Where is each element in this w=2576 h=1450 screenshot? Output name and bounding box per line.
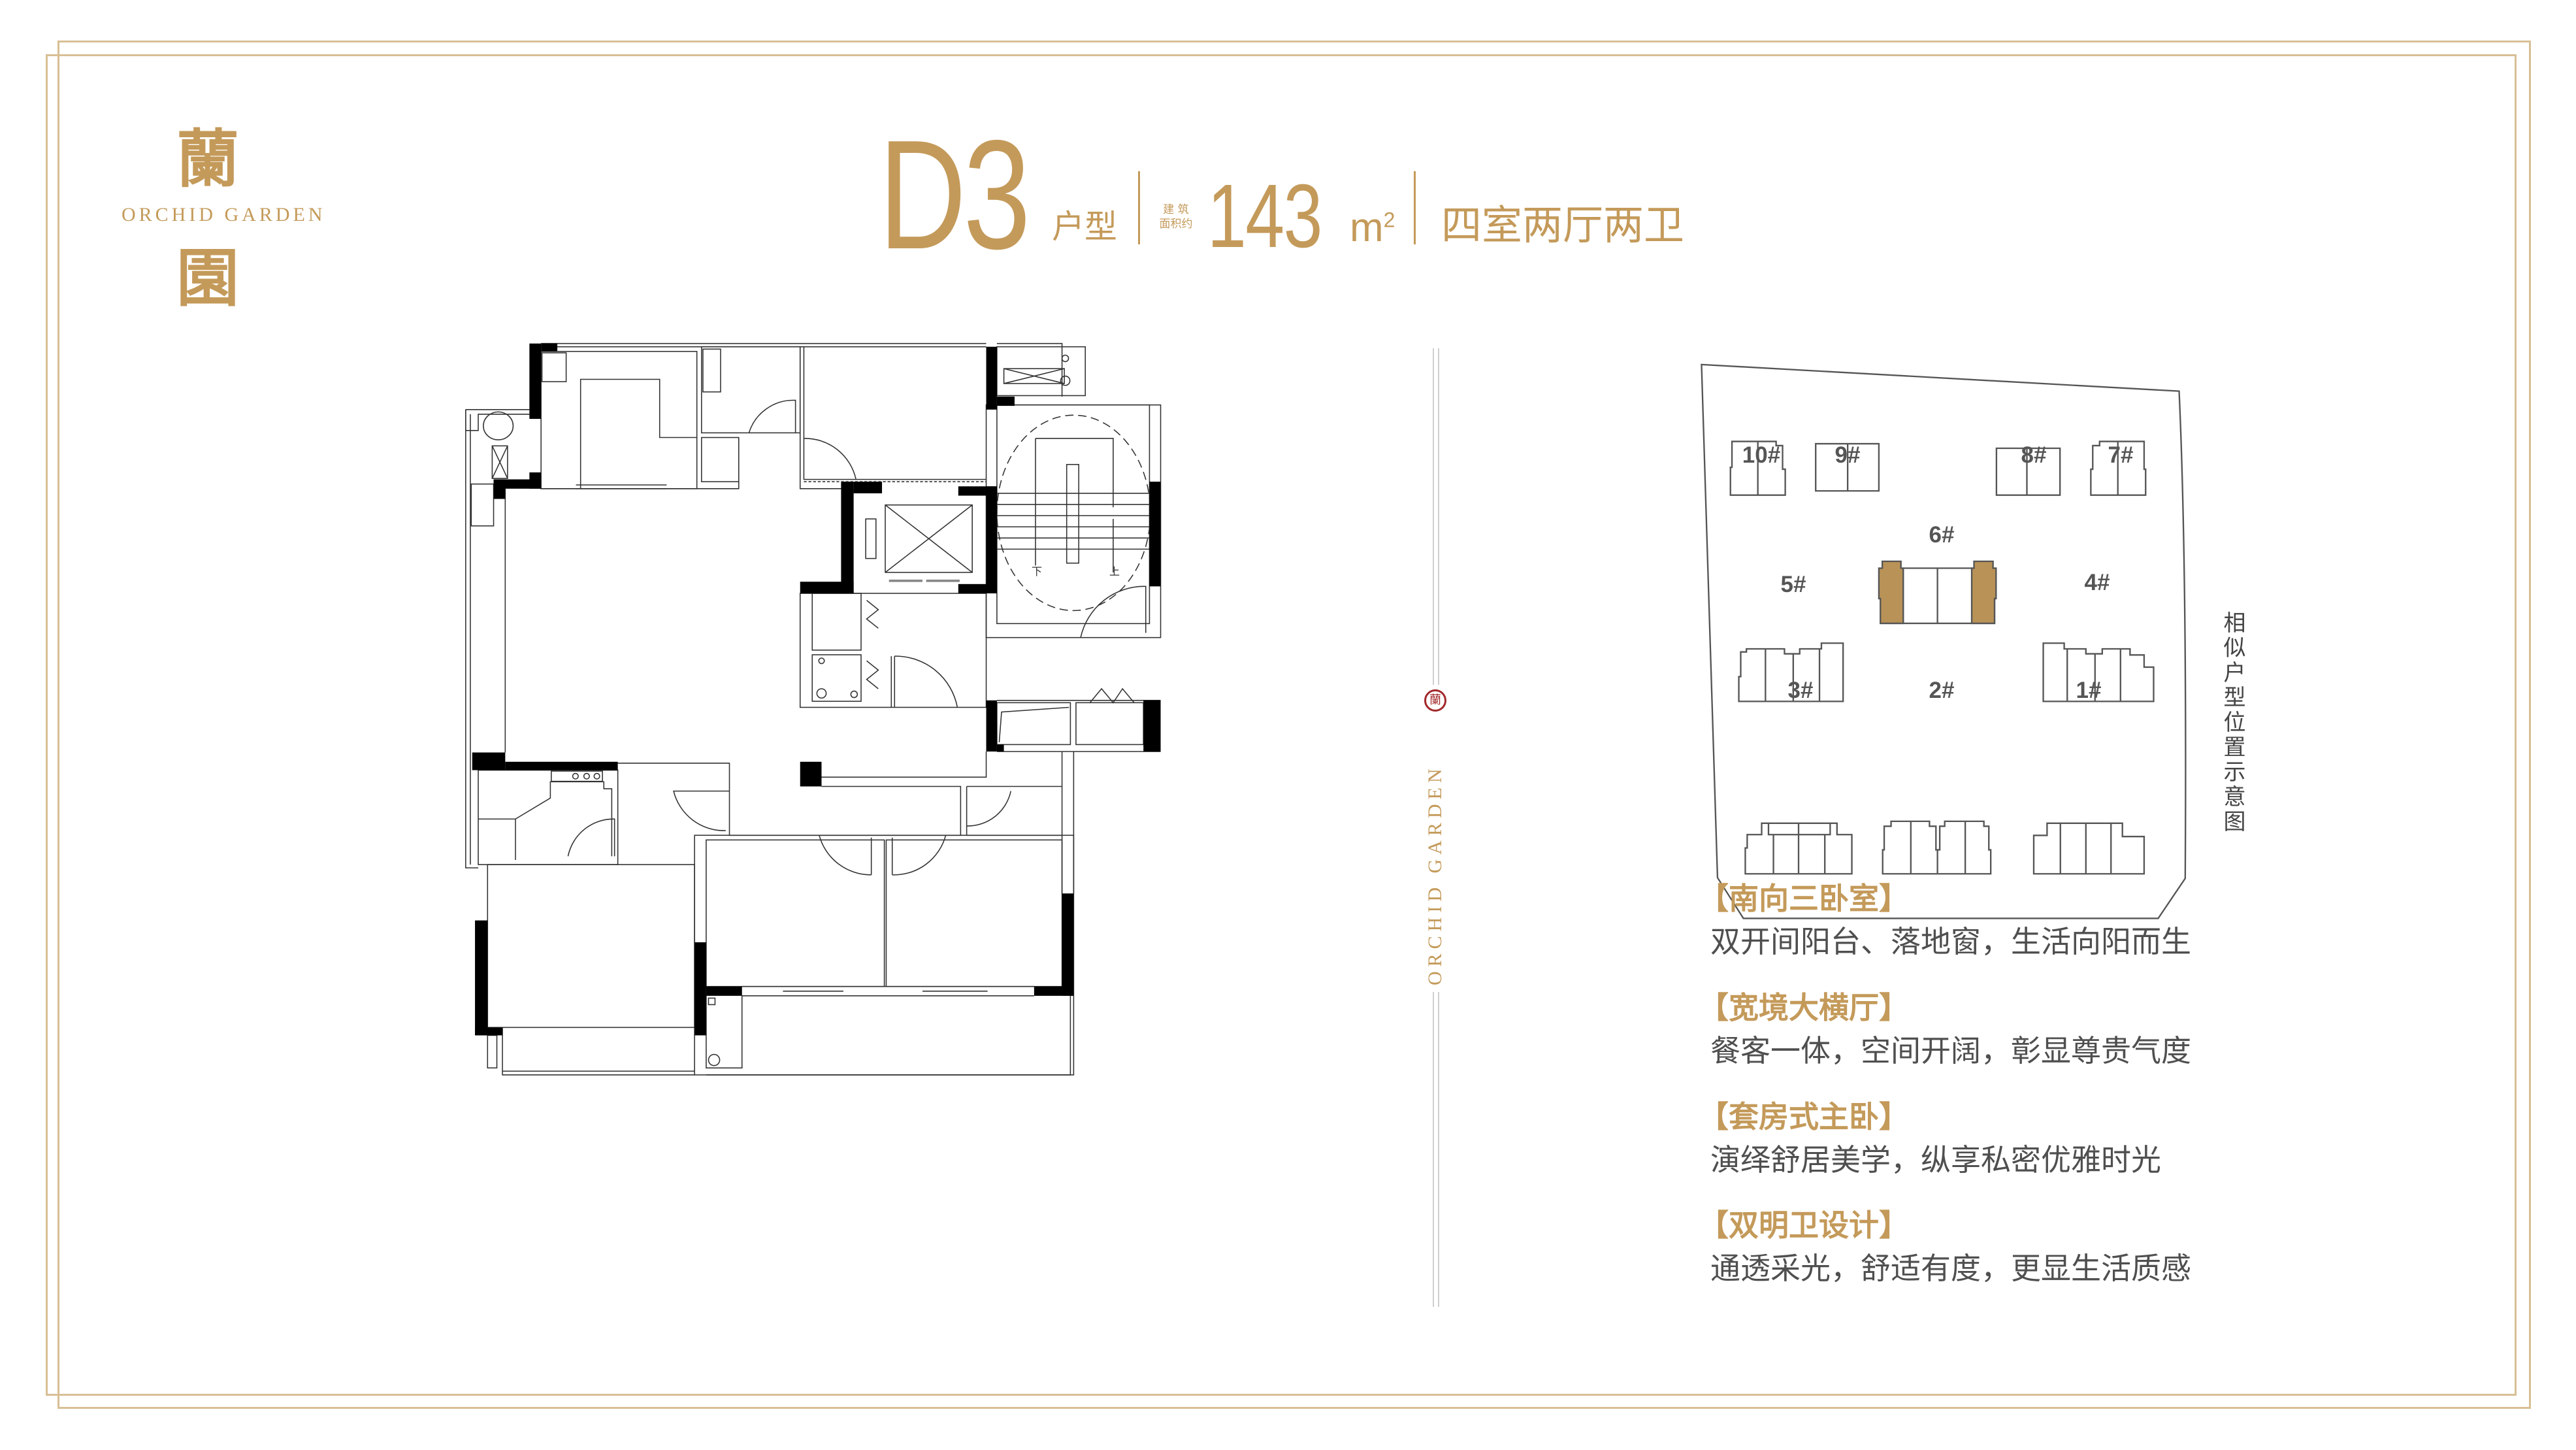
building-label-6: 6# [1929, 522, 1955, 548]
seal-glyph: 蘭 [1429, 693, 1441, 707]
feature-desc-4: 通透采光，舒适有度，更显生活质感 [1710, 1251, 2191, 1286]
site-boundary [1701, 363, 2187, 919]
building-1 [2032, 822, 2145, 875]
building-label-7: 7# [2108, 442, 2134, 468]
feature-desc-3: 演绎舒居美学，纵享私密优雅时光 [1710, 1142, 2161, 1178]
building-label-10: 10# [1742, 442, 1780, 468]
area-unit-sup: 2 [1383, 208, 1395, 232]
room-layout: 四室两厅两卫 [1441, 201, 1685, 249]
building-4 [2042, 642, 2155, 702]
seal-icon: 蘭 [1424, 689, 1446, 712]
structural-walls [472, 343, 1161, 1036]
feature-desc-2: 餐客一体，空间开阔，彰显尊贵气度 [1710, 1033, 2191, 1068]
building-6-left [1878, 560, 1904, 625]
outer-frame [46, 54, 2517, 1396]
header-divider [1138, 171, 1140, 244]
building-2 [1882, 820, 1992, 875]
logo-char-top: 蘭 [176, 122, 239, 196]
unit-type-code: D3 [879, 108, 1031, 282]
building-9 [1815, 442, 1880, 492]
feature-title-4: 【双明卫设计】 [1699, 1208, 1909, 1243]
divider-bg [1424, 685, 1448, 992]
building-6-right [1970, 560, 1997, 625]
feature-desc-1: 双开间阳台、落地窗，生活向阳而生 [1710, 924, 2191, 959]
area-label: 建 筑 面积约 [1156, 203, 1196, 231]
building-label-8: 8# [2021, 442, 2047, 468]
header-divider-2 [1414, 171, 1416, 244]
building-label-5: 5# [1781, 572, 1806, 597]
building-label-2: 2# [1929, 678, 1955, 703]
building-3 [1744, 822, 1853, 875]
logo-char-bottom: 園 [176, 241, 239, 315]
area-value: 143 [1207, 166, 1322, 267]
area-unit-m: m [1350, 205, 1384, 250]
inner-frame [57, 41, 2531, 1409]
site-map-caption: 相似户型位置示意图 [2219, 611, 2245, 834]
area-unit: m2 [1350, 208, 1395, 248]
logo-english: ORCHID GARDEN [122, 204, 326, 225]
building-label-9: 9# [1835, 442, 1861, 468]
building-label-1: 1# [2076, 678, 2102, 703]
stair-down-label: 下 [1032, 567, 1042, 578]
area-label-line2: 面积约 [1159, 218, 1193, 231]
feature-title-3: 【套房式主卧】 [1699, 1099, 1909, 1134]
feature-title-2: 【宽境大横厅】 [1699, 990, 1909, 1025]
building-label-4: 4# [2085, 570, 2110, 595]
unit-type-suffix: 户型 [1052, 208, 1117, 246]
area-label-line1: 建 筑 [1163, 203, 1189, 216]
building-10 [1729, 440, 1786, 496]
stair-up-label: 上 [1109, 566, 1120, 578]
feature-title-1: 【南向三卧室】 [1699, 881, 1909, 916]
building-7 [2090, 440, 2147, 496]
building-8 [1995, 447, 2061, 496]
building-5 [1738, 642, 1844, 702]
building-label-3: 3# [1788, 678, 1814, 703]
